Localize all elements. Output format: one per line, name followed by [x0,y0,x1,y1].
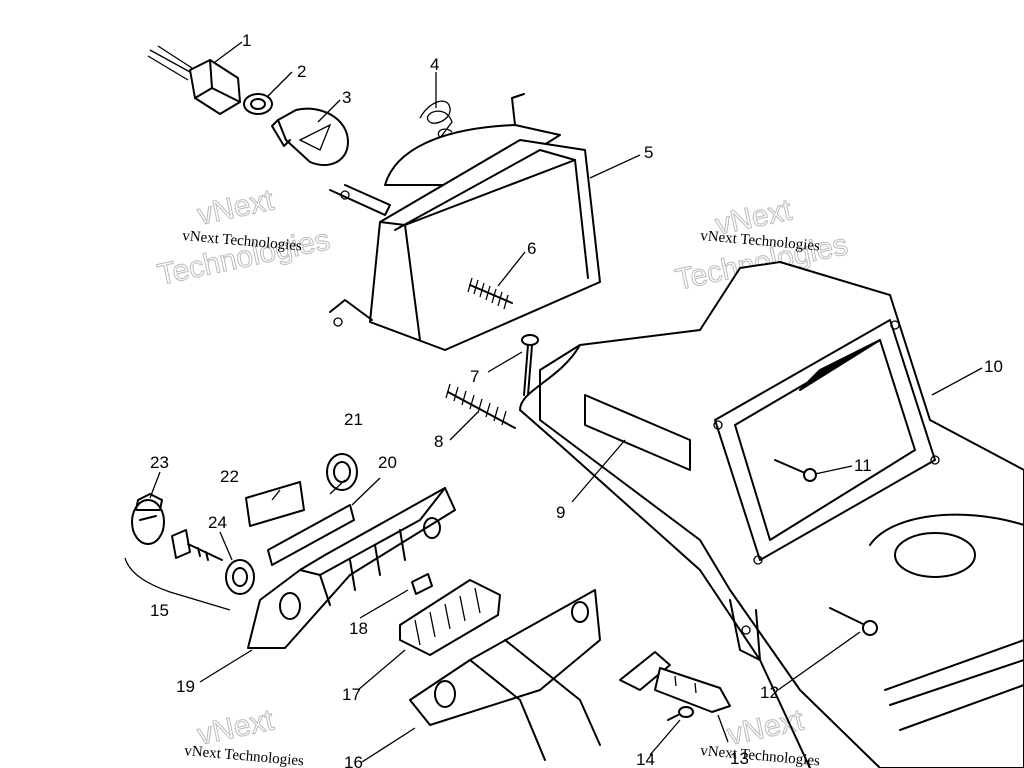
watermark-big-line1: vNext [195,183,278,231]
watermark-big-line1: vNext [725,703,808,751]
callout-9: 9 [556,503,565,522]
wire-connector-part [147,45,241,115]
label-22-part [245,481,305,527]
screw-12-part [829,607,878,636]
callout-19: 19 [176,677,195,696]
callout-6: 6 [527,239,536,258]
callout-3: 3 [342,88,351,107]
grommet-21-part [326,453,358,491]
headlight-bulb-part [271,107,349,167]
watermark-right-bottom: vNext vNext Technologies [700,703,821,768]
headlight-housing-part [329,93,601,351]
screw-14-part [667,706,694,721]
switch-bracket-part [247,487,456,649]
screw-11-part [774,459,817,482]
callout-7: 7 [470,367,479,386]
callout-11: 11 [854,456,872,475]
callout-12: 12 [760,683,779,702]
screw-7-part [521,334,539,396]
callout-16: 16 [344,753,363,768]
connector-13-part [619,651,731,713]
watermark-left-top: vNext Technologies vNext Technologies [154,183,333,292]
callout-numbers: 1 2 3 4 5 6 7 8 9 10 11 12 13 14 15 16 1… [150,31,1003,768]
watermark-small-text: vNext Technologies [700,743,821,768]
pin-18-part [411,573,433,595]
key-switch-part [131,493,165,545]
callout-5: 5 [644,143,653,162]
callout-18: 18 [349,619,368,638]
callout-1: 1 [242,31,251,50]
spring-8-part [445,383,516,429]
bulb-socket-part [243,93,273,115]
leader-lines [149,41,983,763]
watermark-left-bottom: vNext vNext Technologies [184,703,305,768]
ignition-key-part [124,529,255,611]
switch-block-part [399,579,501,656]
callout-10: 10 [984,357,1003,376]
callout-13: 13 [730,749,749,768]
callout-20: 20 [378,453,397,472]
callout-21: 21 [344,410,363,429]
watermark-small-text: vNext Technologies [184,743,305,768]
callout-4: 4 [430,55,439,74]
callout-17: 17 [342,685,361,704]
decal-strip-part [267,504,355,566]
console-housing-part [519,261,1024,768]
callout-22: 22 [220,467,239,486]
callout-23: 23 [150,453,169,472]
callout-14: 14 [636,750,655,768]
callout-24: 24 [208,513,227,532]
spring-clip-part [419,100,453,140]
callout-8: 8 [434,432,443,451]
callout-15: 15 [150,601,169,620]
spring-6-part [467,277,513,310]
lower-bracket-part [409,589,601,761]
callout-2: 2 [297,62,306,81]
